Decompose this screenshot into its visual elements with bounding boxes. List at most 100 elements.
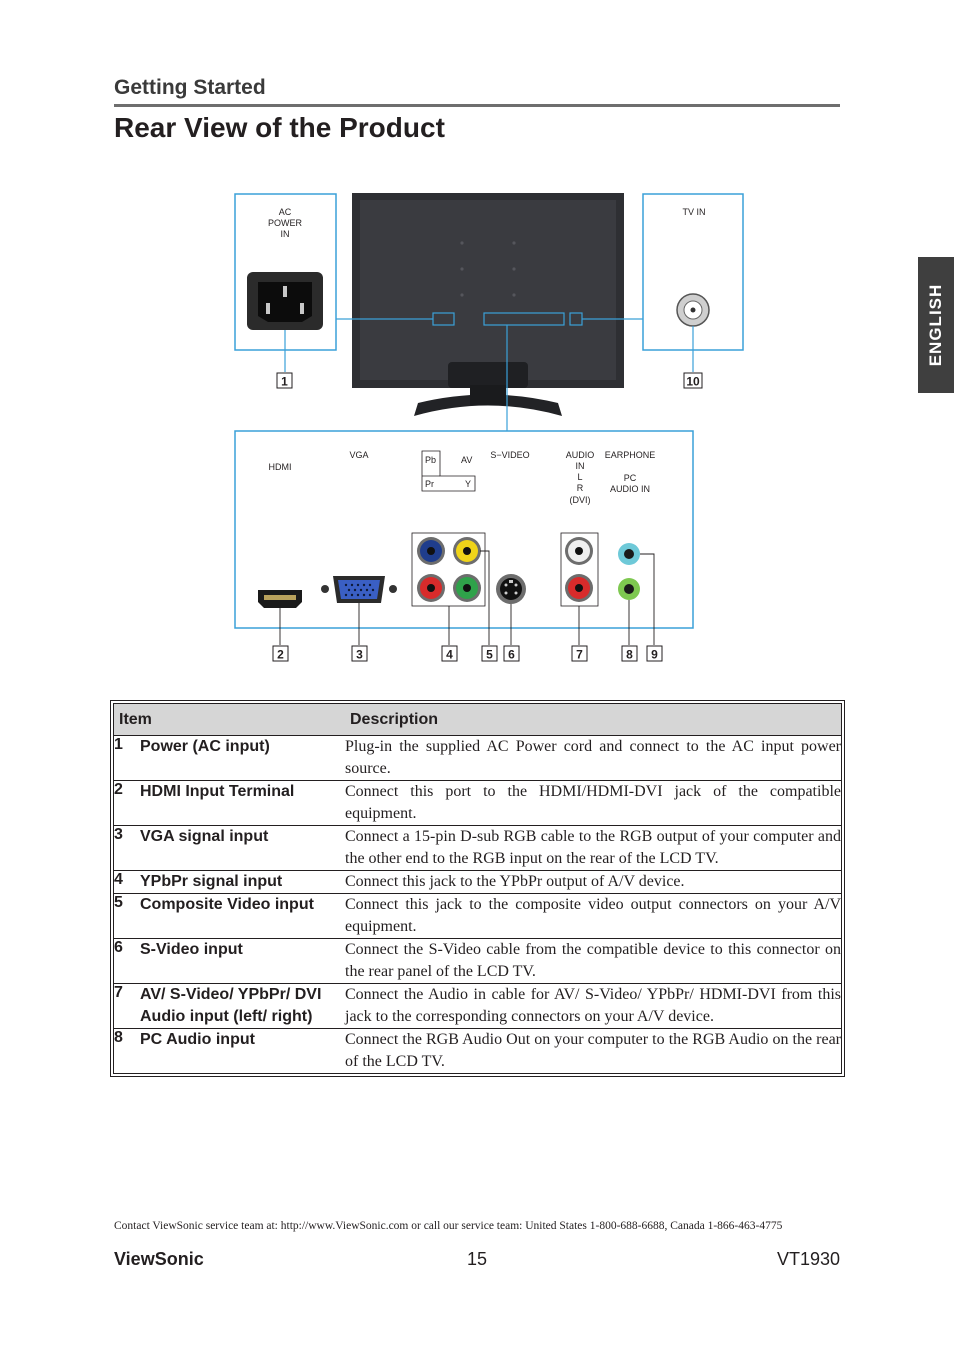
callout-3: 3 (356, 648, 363, 662)
callout-boxes-bottom (272, 645, 663, 662)
callout-7: 7 (576, 648, 583, 662)
io-ports-marker (483, 312, 565, 326)
power-label-2: POWER (268, 218, 303, 228)
monitor-inner-panel (360, 200, 616, 380)
section-label: Getting Started (114, 76, 266, 99)
audio-lr-frame (560, 532, 599, 607)
page-number: 15 (467, 1249, 488, 1269)
vga-label: VGA (349, 450, 368, 460)
audio-in-label-4: R (577, 483, 584, 493)
row-description: Connect this jack to the YPbPr output of… (345, 873, 685, 890)
rear-view-diagram: AC POWER IN TV IN 1 10 HDMI VGA Pb Pr AV (234, 193, 744, 662)
row-description: Connect a 15-pin D-sub RGB cable to the … (345, 828, 841, 867)
rca-audio-right-icon (565, 574, 593, 602)
rca-pr-icon (417, 574, 445, 602)
callout-lines-top (284, 318, 694, 431)
rca-y-icon (453, 574, 481, 602)
callout-box-1 (276, 372, 293, 389)
stand-neck (448, 362, 528, 388)
tv-in-label: TV IN (682, 207, 705, 217)
table-row: 5 Composite Video input Connect this jac… (113, 893, 842, 939)
row-name: PC Audio input (140, 1031, 255, 1048)
pc-audio-jack-icon (618, 578, 640, 600)
callout-4: 4 (446, 648, 453, 662)
row-number: 5 (114, 894, 123, 911)
table-row: 2 HDMI Input Terminal Connect this port … (113, 780, 842, 826)
audio-in-label-5: (DVI) (570, 495, 591, 505)
table-row: 4 YPbPr signal input Connect this jack t… (113, 870, 842, 894)
monitor-back (352, 193, 624, 416)
hdmi-label: HDMI (269, 462, 292, 472)
table-header-row: Item Description (113, 703, 842, 736)
row-number: 7 (114, 984, 123, 1001)
table-row: 8 PC Audio input Connect the RGB Audio O… (113, 1028, 842, 1074)
svideo-port-icon (496, 574, 526, 604)
callout-5: 5 (486, 648, 493, 662)
hdmi-port-icon (258, 590, 302, 608)
pb-label: Pb (425, 455, 436, 465)
earphone-jack-icon (618, 543, 640, 565)
header-item: Item (113, 703, 345, 736)
vga-port-icon (321, 576, 397, 603)
row-name: Composite Video input (140, 896, 314, 913)
component-label-box (421, 450, 476, 492)
tv-in-inset: TV IN (642, 193, 744, 351)
rca-pb-icon (417, 537, 445, 565)
callout-lines-bottom (279, 550, 655, 645)
row-number: 4 (114, 871, 123, 888)
pc-audio-label-1: PC (624, 473, 637, 483)
row-name: HDMI Input Terminal (140, 783, 295, 800)
connector-table: Item Description 1 Power (AC input) Plug… (110, 700, 845, 1077)
audio-in-label-1: AUDIO (566, 450, 595, 460)
pc-audio-label-2: AUDIO IN (610, 484, 650, 494)
callout-8: 8 (626, 648, 633, 662)
callout-box-10 (683, 372, 703, 389)
power-label-3: IN (281, 229, 290, 239)
power-label-1: AC (279, 207, 292, 217)
row-description: Plug-in the supplied AC Power cord and c… (345, 738, 841, 777)
page-title: Rear View of the Product (114, 112, 445, 143)
row-number: 3 (114, 826, 123, 843)
callout-1: 1 (281, 375, 288, 389)
row-description: Connect this port to the HDMI/HDMI-DVI j… (345, 783, 841, 822)
callout-2: 2 (277, 648, 284, 662)
row-name: S-Video input (140, 941, 243, 958)
av-label: AV (461, 455, 472, 465)
row-name: AV/ S-Video/ YPbPr/ DVI Audio input (lef… (140, 986, 322, 1025)
y-label: Y (465, 479, 471, 489)
footer-brand: ViewSonic (114, 1249, 204, 1269)
earphone-label: EARPHONE (605, 450, 656, 460)
audio-in-label-2: IN (576, 461, 585, 471)
pr-label: Pr (425, 479, 434, 489)
av-group-frame (411, 532, 486, 607)
callout-9: 9 (651, 648, 658, 662)
contact-line: Contact ViewSonic service team at: http:… (114, 1220, 783, 1232)
rca-audio-left-icon (565, 537, 593, 565)
row-description: Connect the RGB Audio Out on your comput… (345, 1031, 841, 1070)
row-number: 2 (114, 781, 123, 798)
table-row: 7 AV/ S-Video/ YPbPr/ DVI Audio input (l… (113, 983, 842, 1029)
vesa-holes (460, 241, 516, 297)
io-panel-inset: HDMI VGA Pb Pr AV Y S−VIDEO AUDIO IN L R… (234, 430, 694, 629)
row-name: Power (AC input) (140, 738, 270, 755)
row-description: Connect the S-Video cable from the compa… (345, 941, 841, 980)
rca-video-icon (453, 537, 481, 565)
table-row: 6 S-Video input Connect the S-Video cabl… (113, 938, 842, 984)
table-row: 1 Power (AC input) Plug-in the supplied … (113, 735, 842, 781)
header-description: Description (345, 703, 842, 736)
row-description: Connect the Audio in cable for AV/ S-Vid… (345, 986, 841, 1025)
row-description: Connect this jack to the composite video… (345, 896, 841, 935)
callout-6: 6 (508, 648, 515, 662)
callout-10: 10 (686, 375, 700, 389)
row-number: 1 (114, 736, 123, 753)
row-name: YPbPr signal input (140, 873, 283, 890)
audio-in-label-3: L (577, 472, 582, 482)
stand-base (414, 394, 562, 416)
ac-power-inset: AC POWER IN (234, 193, 337, 351)
table-row: 3 VGA signal input Connect a 15-pin D-su… (113, 825, 842, 871)
stand-column (470, 385, 506, 405)
row-number: 8 (114, 1029, 123, 1046)
header-rule (114, 104, 840, 107)
row-number: 6 (114, 939, 123, 956)
row-name: VGA signal input (140, 828, 269, 845)
